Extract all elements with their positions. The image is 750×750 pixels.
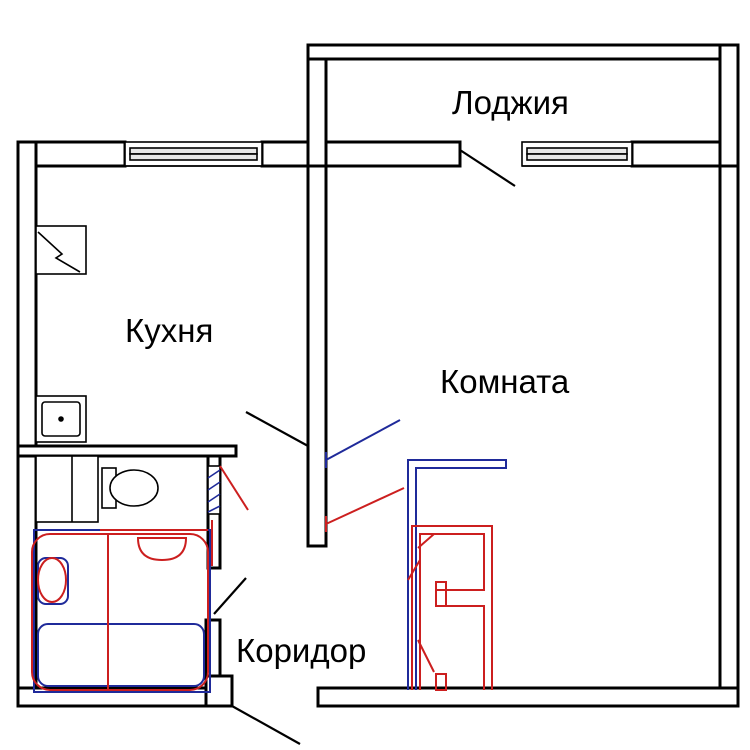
door-room-new xyxy=(325,487,405,525)
old-layout-lines xyxy=(33,419,507,693)
door-entrance xyxy=(231,705,301,745)
wall-kitchen-bath xyxy=(16,444,238,458)
label-loggia: Лоджия xyxy=(452,84,569,121)
closet-old xyxy=(407,459,507,690)
window-kitchen xyxy=(124,141,263,167)
toilet-icon xyxy=(101,467,159,509)
bath-old-outline xyxy=(33,529,211,693)
wall-partition-center xyxy=(306,164,328,548)
label-kitchen: Кухня xyxy=(125,312,213,349)
sink-icon xyxy=(35,395,87,443)
wall-right-outer xyxy=(718,140,740,708)
bath-new-outline xyxy=(31,533,209,691)
cistern-box xyxy=(35,455,99,523)
label-room: Комната xyxy=(440,363,570,400)
bathtub-old xyxy=(37,623,205,687)
wall-bottom-room xyxy=(316,686,740,708)
wall-loggia-top xyxy=(306,43,740,61)
wardrobe-new xyxy=(411,525,493,690)
toilet-room xyxy=(35,455,221,523)
kitchen-fixtures xyxy=(35,225,87,443)
washbasin-new xyxy=(136,537,188,562)
door-kitchen xyxy=(245,411,309,447)
door-room-old xyxy=(325,419,401,461)
door-bathroom xyxy=(213,577,247,615)
label-corridor: Коридор xyxy=(236,632,366,669)
wall-loggia-left xyxy=(306,43,328,168)
utility-shaft xyxy=(207,465,221,515)
windows xyxy=(124,141,633,167)
new-layout-lines xyxy=(31,465,493,691)
wall-loggia-right xyxy=(718,43,740,168)
window-room xyxy=(521,141,633,167)
door-loggia xyxy=(459,149,516,187)
door-toilet-new xyxy=(219,465,249,511)
doors xyxy=(213,149,516,745)
wall-center-top xyxy=(318,140,462,168)
washbasin-new-oval xyxy=(37,557,67,603)
stove-icon xyxy=(35,225,87,275)
